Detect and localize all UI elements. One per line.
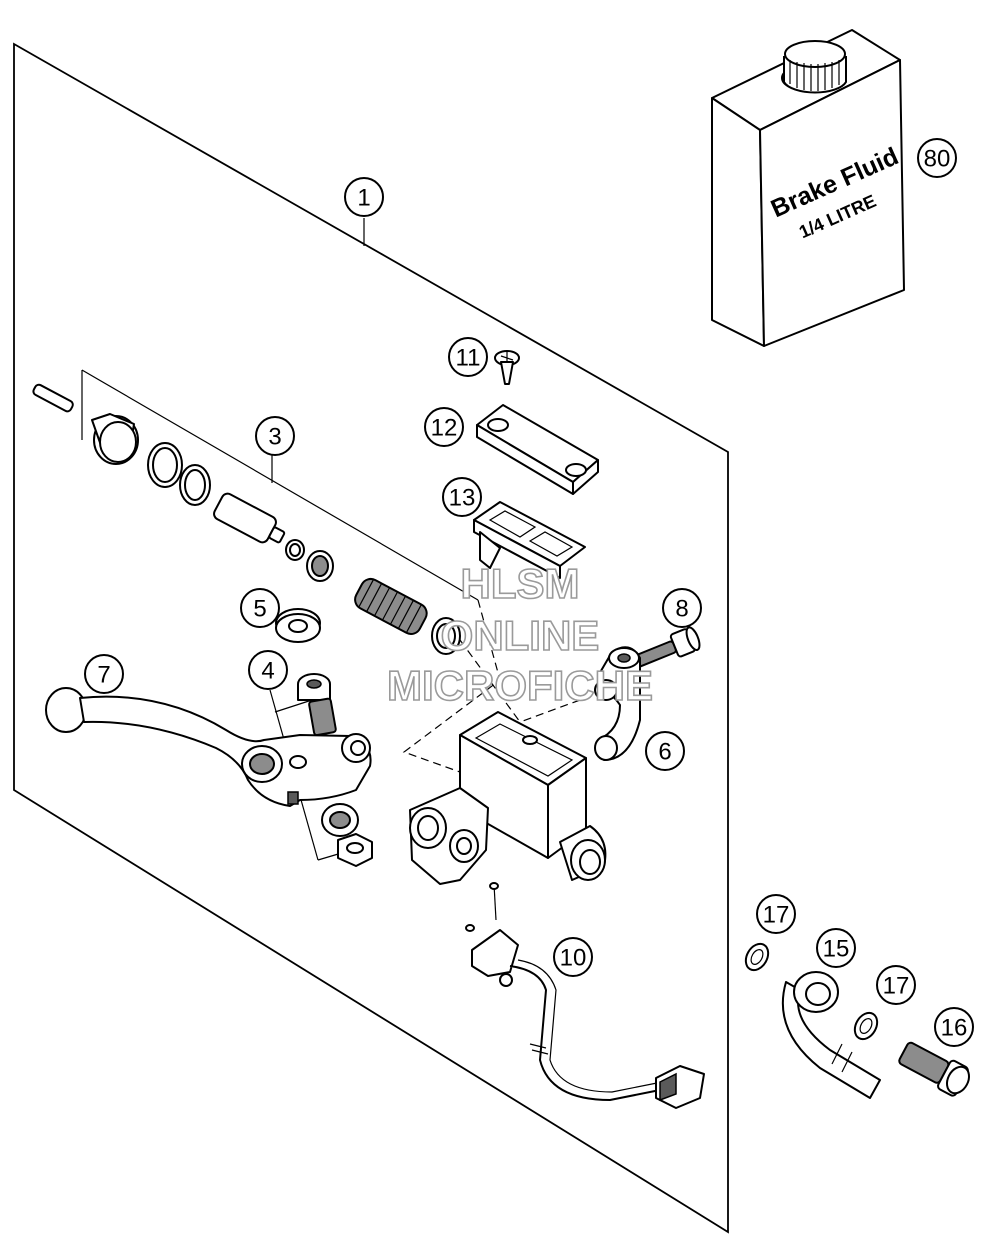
callout-10: 10 [553,937,593,977]
callout-number: 17 [883,973,910,1000]
callout-15: 15 [816,928,856,968]
callout-12: 12 [424,407,464,447]
callout-circle [876,965,916,1005]
callout-8: 8 [662,588,702,628]
callout-number: 5 [253,596,266,623]
callout-circle [448,337,488,377]
callout-6: 6 [645,731,685,771]
callout-number: 11 [456,345,481,372]
reservoir-cover [476,404,599,495]
callout-circle [934,1007,974,1047]
callout-number: 17 [763,902,790,929]
watermark-line-3: MICROFICHE [387,662,653,709]
lever-pivot-bolt [269,673,373,867]
callout-1: 1 [344,177,384,217]
callout-number: 15 [823,936,850,963]
callout-circle [424,407,464,447]
callout-number: 13 [449,485,476,512]
assembly-frame [13,42,729,1234]
brake-hose [781,971,881,1099]
callout-circle [248,650,288,690]
callout-17b: 17 [876,965,916,1005]
callout-number: 7 [97,662,110,689]
callout-number: 1 [357,185,370,212]
callout-circle [662,588,702,628]
callout-number: 12 [431,415,458,442]
callout-circle [553,937,593,977]
callout-number: 80 [924,146,951,173]
callout-circle [344,177,384,217]
callout-circle [240,588,280,628]
reservoir-diaphragm [473,501,586,579]
banjo-washer-1 [744,942,770,972]
callout-17a: 17 [756,894,796,934]
callout-7: 7 [84,654,124,694]
piston-kit [32,369,479,655]
assembly-guide-lines [402,599,581,773]
callout-circle [84,654,124,694]
handlebar-clamp [594,646,641,761]
callout-circle [917,138,957,178]
callout-number: 4 [261,658,274,685]
callout-number: 8 [675,596,688,623]
master-cylinder-body [409,711,607,885]
callout-circle [442,477,482,517]
callout-5: 5 [240,588,280,628]
callout-3: 3 [255,416,295,456]
callout-circle [816,928,856,968]
callout-number: 6 [658,739,671,766]
cover-screw [494,350,520,385]
banjo-bolt [898,1041,971,1097]
callout-circle [645,731,685,771]
callout-number: 16 [941,1015,968,1042]
callout-4: 4 [248,650,288,690]
callout-circle [255,416,295,456]
callout-number: 3 [268,424,281,451]
callout-16: 16 [934,1007,974,1047]
dust-seal [275,608,321,643]
callout-80: 80 [917,138,957,178]
brake-light-switch [465,882,705,1109]
brake-fluid-bottle: Brake Fluid 1/4 LITRE [711,29,905,347]
brake-lever [45,687,372,837]
watermark-line-1: HLSM [461,560,580,607]
callout-11: 11 [448,337,488,377]
callout-circle [756,894,796,934]
callout-13: 13 [442,477,482,517]
banjo-washer-2 [853,1011,879,1041]
callout-number: 10 [560,945,587,972]
watermark-line-2: ONLINE [441,612,600,659]
